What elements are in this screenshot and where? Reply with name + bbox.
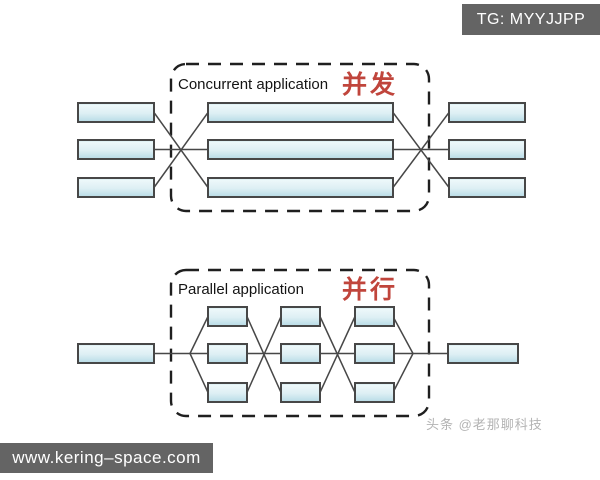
subtask-box bbox=[280, 343, 321, 364]
wire bbox=[189, 353, 209, 393]
concurrent-title: Concurrent application bbox=[178, 76, 328, 93]
parallel-title-chinese: 并行 bbox=[342, 275, 398, 304]
website-url-badge: www.kering–space.com bbox=[0, 443, 213, 473]
subtask-box bbox=[207, 343, 248, 364]
wire bbox=[246, 316, 282, 393]
toutiao-watermark: 头条 @老那聊科技 bbox=[426, 417, 543, 432]
wire bbox=[392, 112, 450, 188]
concurrent-title-chinese: 并发 bbox=[342, 70, 398, 99]
subtask-box bbox=[207, 306, 248, 327]
task-bar-left bbox=[77, 343, 155, 364]
task-bar-right bbox=[448, 177, 526, 198]
subtask-box bbox=[354, 306, 395, 327]
wire bbox=[392, 353, 414, 393]
website-url-text: www.kering–space.com bbox=[12, 448, 201, 467]
telegram-handle-text: TG: MYYJJPP bbox=[476, 10, 586, 28]
task-bar-right bbox=[448, 139, 526, 160]
concurrent-dashed-boundary bbox=[169, 62, 431, 213]
wire bbox=[319, 316, 356, 393]
subtask-box bbox=[354, 343, 395, 364]
task-bar-right bbox=[447, 343, 519, 364]
task-bar-inner bbox=[207, 139, 394, 160]
task-bar-left bbox=[77, 102, 155, 123]
task-bar-inner bbox=[207, 177, 394, 198]
wire bbox=[153, 112, 209, 188]
wire bbox=[189, 316, 209, 354]
subtask-box bbox=[280, 306, 321, 327]
subtask-box bbox=[354, 382, 395, 403]
parallel-dashed-boundary bbox=[169, 268, 431, 418]
parallel-diagram: Parallel application 并行 bbox=[77, 268, 519, 418]
task-bar-inner bbox=[207, 102, 394, 123]
wire bbox=[392, 316, 414, 354]
subtask-box bbox=[207, 382, 248, 403]
concurrent-diagram: Concurrent application 并发 bbox=[77, 62, 526, 213]
task-bar-left bbox=[77, 177, 155, 198]
subtask-box bbox=[280, 382, 321, 403]
task-bar-right bbox=[448, 102, 526, 123]
parallel-title: Parallel application bbox=[178, 281, 304, 298]
task-bar-left bbox=[77, 139, 155, 160]
telegram-handle-badge: TG: MYYJJPP bbox=[462, 4, 600, 35]
